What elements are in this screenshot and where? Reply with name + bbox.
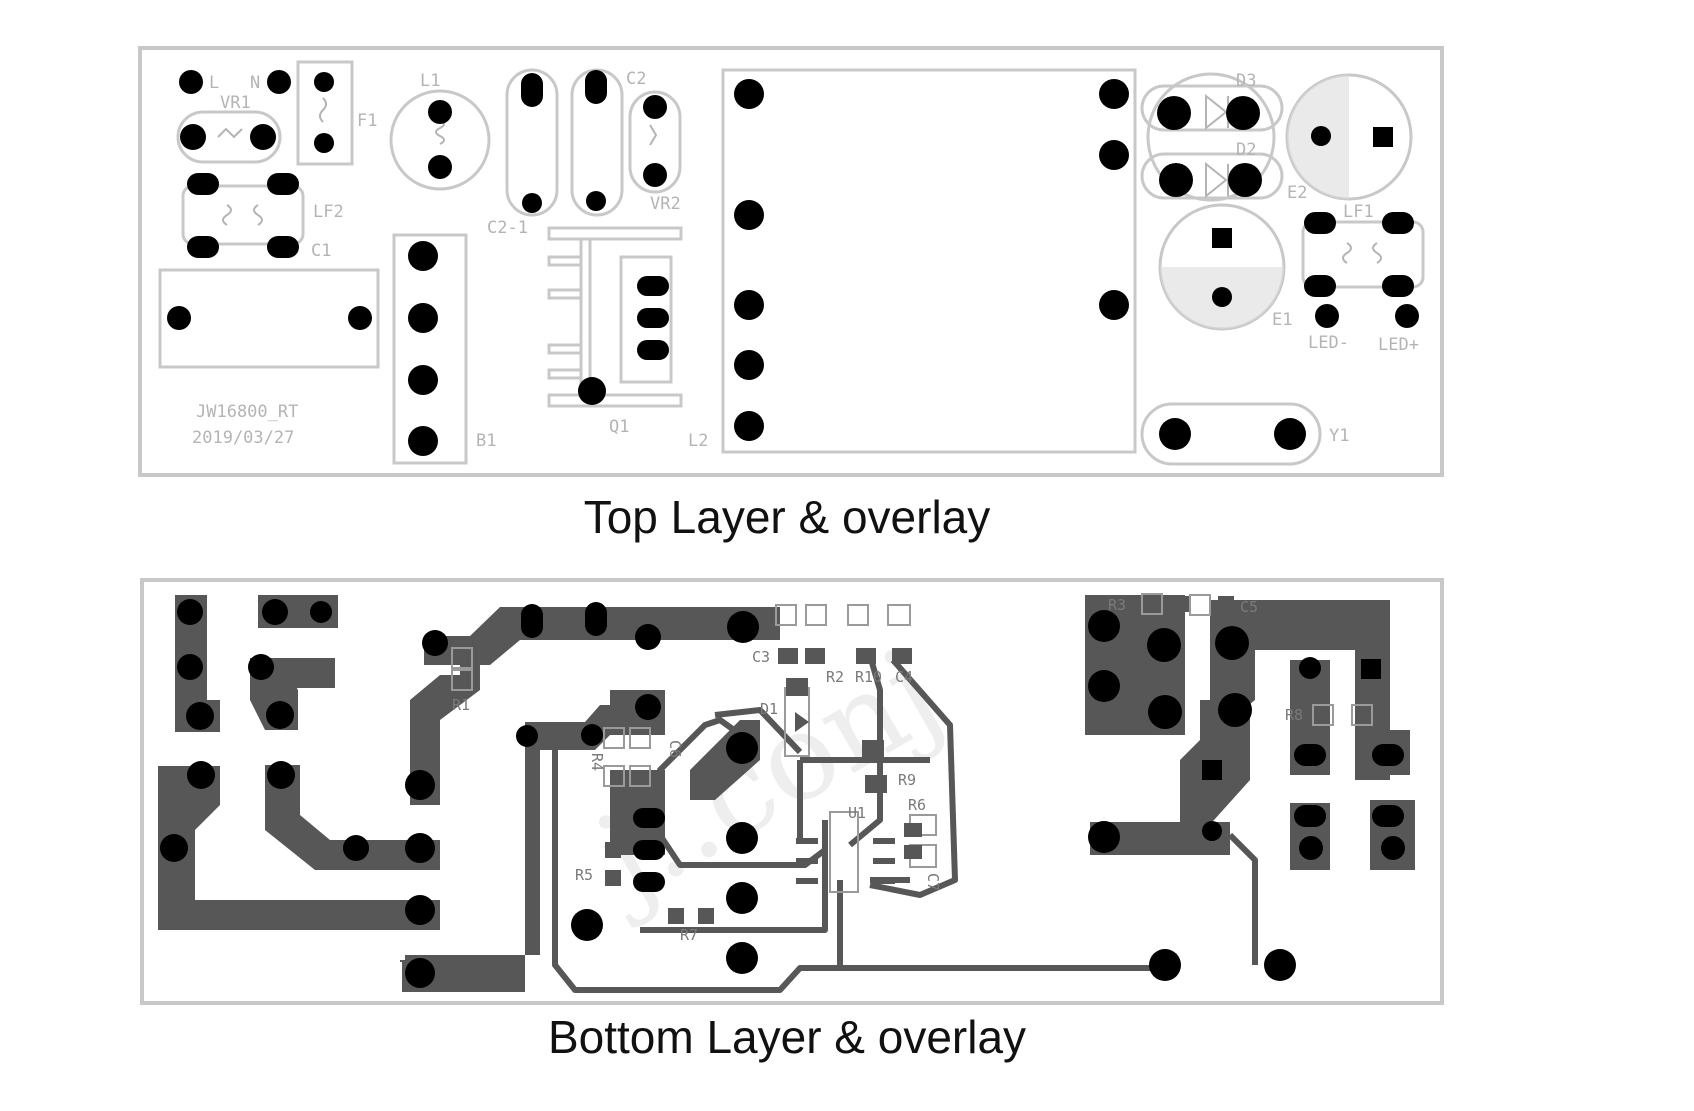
label-VR1: VR1 <box>220 93 251 113</box>
bottom-board-outline <box>140 578 1444 1005</box>
top-layer-caption: Top Layer & overlay <box>583 491 991 543</box>
bottom-layer-caption: Bottom Layer & overlay <box>547 1011 1027 1063</box>
label-D1: D1 <box>760 700 778 718</box>
label-C1: C1 <box>311 241 331 261</box>
label-L1: L1 <box>420 71 440 91</box>
bottom-layer-panel: R3 C5 C3 R10 R2 C4 R1 D1 R8 R4 C6 R9 U1 … <box>140 578 1444 1005</box>
label-LF2: LF2 <box>313 202 344 222</box>
diode-d1-symbol <box>795 712 809 732</box>
label-E2: E2 <box>1287 183 1307 203</box>
label-L2: L2 <box>688 431 708 451</box>
label-N: N <box>250 73 260 93</box>
label-Y1: Y1 <box>1329 426 1349 446</box>
label-R5: R5 <box>575 866 593 884</box>
label-R8: R8 <box>1285 706 1303 724</box>
label-E1: E1 <box>1272 310 1292 330</box>
top-silkscreen-outlines <box>158 60 1425 466</box>
label-C2-1: C2-1 <box>487 218 528 238</box>
label-R6: R6 <box>908 796 926 814</box>
label-B1: B1 <box>476 431 496 451</box>
label-R7: R7 <box>680 926 698 944</box>
label-Q1: Q1 <box>609 417 629 437</box>
top-pads <box>167 70 1419 456</box>
top-silkscreen-symbols <box>217 93 1382 264</box>
label-D2: D2 <box>1236 140 1256 160</box>
label-U1: U1 <box>848 804 866 822</box>
top-board-date: 2019/03/27 <box>192 428 294 448</box>
label-R1: R1 <box>452 696 470 714</box>
label-LED-plus: LED+ <box>1378 335 1419 355</box>
label-LF1: LF1 <box>1343 202 1374 222</box>
label-C7: C7 <box>924 873 942 891</box>
label-LED-minus: LED- <box>1308 333 1349 353</box>
label-D3: D3 <box>1236 71 1256 91</box>
top-layer-panel: JW16800_RT 2019/03/27 L N VR1 F1 L1 C2 C… <box>138 46 1444 477</box>
label-F1: F1 <box>357 111 377 131</box>
label-C3: C3 <box>752 648 770 666</box>
label-C6: C6 <box>666 740 684 758</box>
bottom-pads <box>160 599 1405 988</box>
label-C5: C5 <box>1240 598 1258 616</box>
label-R10: R10 <box>855 668 882 686</box>
label-R9: R9 <box>898 771 916 789</box>
top-board-name: JW16800_RT <box>196 402 298 422</box>
label-R4: R4 <box>588 753 606 771</box>
label-R2: R2 <box>826 668 844 686</box>
bottom-traces <box>552 655 1258 993</box>
label-C2: C2 <box>626 69 646 89</box>
bottom-smd-outlines <box>451 593 1373 893</box>
label-C4: C4 <box>895 668 913 686</box>
label-VR2: VR2 <box>650 194 681 214</box>
top-board-outline <box>138 46 1444 477</box>
label-R3: R3 <box>1108 596 1126 614</box>
label-L: L <box>209 73 219 93</box>
bottom-smd-pads <box>605 596 1234 924</box>
